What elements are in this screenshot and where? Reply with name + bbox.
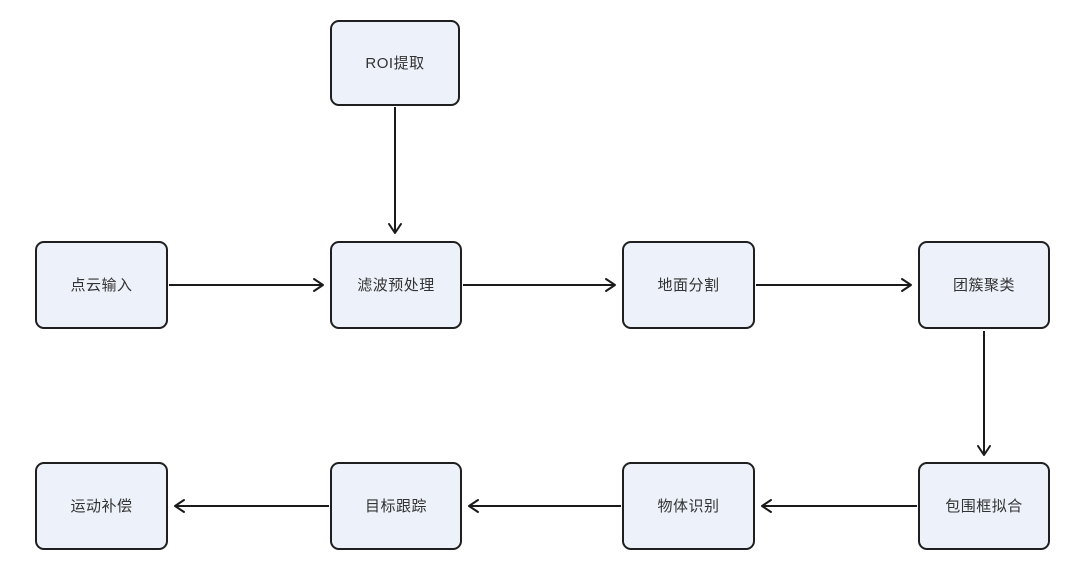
node-label: 物体识别 [657,497,720,515]
node-target-tracking: 目标跟踪 [330,462,462,550]
node-filter-preprocessing: 滤波预处理 [330,241,462,329]
node-bounding-box-fitting: 包围框拟合 [918,462,1050,550]
node-label: 地面分割 [657,276,720,294]
node-point-cloud-input: 点云输入 [35,241,168,329]
node-label: 目标跟踪 [364,497,427,515]
node-label: 滤波预处理 [357,276,435,294]
node-roi-extraction: ROI提取 [330,20,460,106]
node-label: 点云输入 [70,276,133,294]
node-ground-segmentation: 地面分割 [622,241,755,329]
node-object-recognition: 物体识别 [622,462,755,550]
node-label: 团簇聚类 [952,276,1015,294]
node-label: 包围框拟合 [945,497,1023,515]
node-label: ROI提取 [365,54,425,72]
node-cluster-clustering: 团簇聚类 [918,241,1050,329]
node-label: 运动补偿 [70,497,133,515]
node-motion-compensation: 运动补偿 [35,462,168,550]
